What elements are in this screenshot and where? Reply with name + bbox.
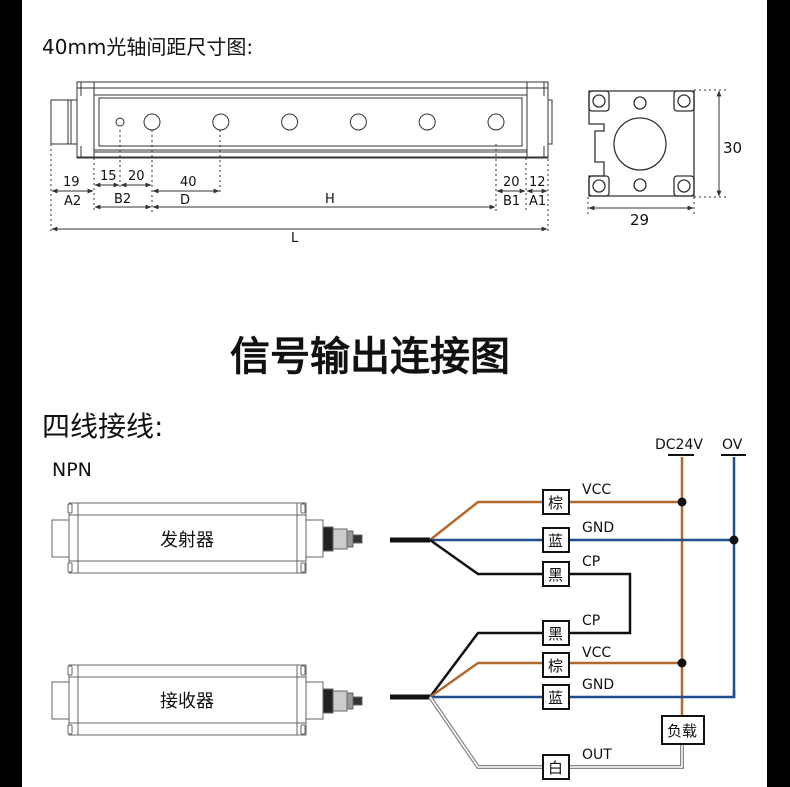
end-view-height: 30 <box>723 139 742 157</box>
end-view-width: 29 <box>630 211 649 229</box>
end-view-drawing <box>588 90 695 197</box>
wire-color-name: 蓝 <box>548 689 563 707</box>
wire-color-box <box>542 620 570 646</box>
dim-b1-value: 20 <box>503 175 520 190</box>
wire-signal-label: OUT <box>582 747 612 763</box>
wire-color-boxes: 棕 VCC 蓝 GND 黑 CP 黑 CP 棕 VCC 蓝 GND 白 OUT <box>542 482 614 780</box>
wire-color-box <box>542 684 570 710</box>
dim-b2-label: B2 <box>114 192 131 207</box>
lens-holes <box>115 113 505 131</box>
wire-signal-label: VCC <box>582 482 611 498</box>
wire-color-box <box>542 561 570 587</box>
profile-body <box>76 81 549 159</box>
wiring-title: 信号输出连接图 <box>230 334 510 380</box>
wiring-subtitle: 四线接线: <box>42 410 163 443</box>
dimension-arrows <box>51 182 548 232</box>
wire-color-box <box>542 527 570 553</box>
lens-hole <box>418 113 436 131</box>
indicator-hole <box>115 117 125 127</box>
wire-signal-label: GND <box>582 520 614 536</box>
wire-color-name: 黑 <box>548 566 563 584</box>
npn-label: NPN <box>52 459 92 481</box>
lens-hole <box>487 113 505 131</box>
end-view-extension-lines <box>587 89 726 214</box>
dim-a2-value: 19 <box>63 175 80 190</box>
diagram-canvas: 40mm光轴间距尺寸图: <box>22 0 767 787</box>
load-label: 负载 <box>667 722 697 740</box>
emitter-device <box>51 502 363 574</box>
dim-d-label: D <box>180 193 190 208</box>
receiver-device <box>51 664 363 736</box>
wire-signal-label: CP <box>582 554 600 570</box>
emitter-wires <box>429 500 734 635</box>
junction-dot <box>677 497 687 507</box>
left-connector-block <box>50 99 78 145</box>
dim-b2a-value: 15 <box>100 169 117 184</box>
lens-hole <box>349 113 367 131</box>
wire-color-name: 棕 <box>548 657 563 675</box>
junction-dot <box>677 658 687 668</box>
wire-signal-label: GND <box>582 677 614 693</box>
wire-color-box <box>542 489 570 515</box>
load-box <box>661 715 705 745</box>
wire-color-box <box>542 754 570 780</box>
wire-color-name: 蓝 <box>548 532 563 550</box>
dim-b1-label: B1 <box>503 194 520 209</box>
emitter-label: 发射器 <box>160 530 214 551</box>
end-view-arrows <box>588 90 722 211</box>
diagram-svg: 40mm光轴间距尺寸图: <box>42 35 746 780</box>
wire-color-box <box>542 652 570 678</box>
lens-hole <box>143 113 161 131</box>
junction-dot <box>729 535 739 545</box>
wire-color-name: 棕 <box>548 494 563 512</box>
wire-signal-label: CP <box>582 613 600 629</box>
dim-l-label: L <box>291 231 299 246</box>
wire-color-name: 白 <box>548 759 563 777</box>
wire-color-name: 黑 <box>548 625 563 643</box>
ov-label: OV <box>722 437 743 453</box>
side-view-drawing <box>50 81 553 159</box>
dim-a1-label: A1 <box>529 194 546 209</box>
lens-hole <box>212 113 230 131</box>
dim-a2-label: A2 <box>64 194 81 209</box>
extension-lines <box>50 130 549 232</box>
wire-signal-label: VCC <box>582 645 611 661</box>
dc24v-label: DC24V <box>655 437 703 453</box>
receiver-wires <box>428 631 736 769</box>
dim-d-value: 40 <box>180 175 197 190</box>
lens-hole <box>281 113 299 131</box>
dim-h-label: H <box>325 192 335 207</box>
dim-b2b-value: 20 <box>128 169 145 184</box>
receiver-label: 接收器 <box>160 691 214 712</box>
dim-a1-value: 12 <box>529 175 546 190</box>
dimension-title: 40mm光轴间距尺寸图: <box>42 35 253 59</box>
